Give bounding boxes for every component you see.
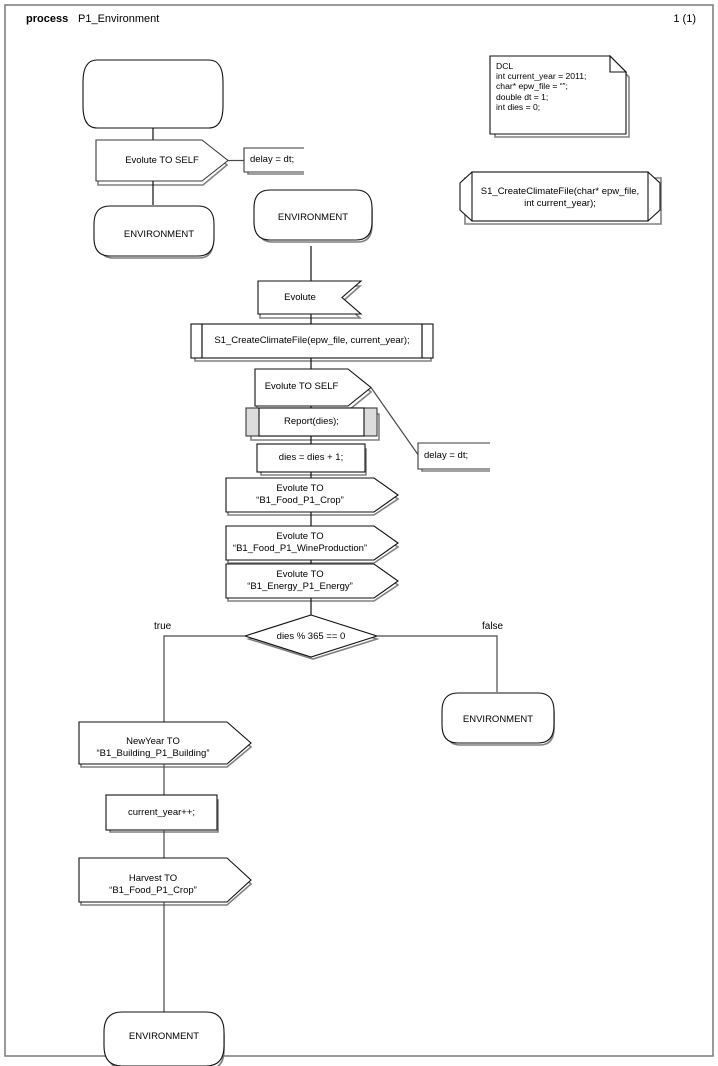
connector-true-branch [163,635,245,722]
connector-false-branch [377,635,498,692]
task-symbol-increment-year [105,794,218,831]
output-symbol-evolute-crop [225,477,399,513]
procedure-call-inner-report [258,407,365,437]
decision-branch-label-true: true [154,621,172,632]
output-symbol-evolute-to-self-b [254,368,372,407]
connector-output-to-comment-b [370,387,420,457]
decision-symbol-dies-mod-365 [243,614,379,658]
output-symbol-harvest-crop [78,857,252,903]
procedure-call-symbol-create-climate [190,323,434,359]
procedure-declaration-inner [471,171,649,222]
declaration-note-text: DCL int current_year = 2011; char* epw_f… [496,61,587,112]
input-symbol-evolute [257,280,363,315]
state-symbol-environment-false [441,692,555,744]
state-symbol-environment-top-b [253,189,373,241]
comment-symbol-delay-b [417,442,490,470]
task-symbol-increment-dies [256,443,366,473]
comment-symbol-delay-a [243,147,304,173]
diagram-keyword: process [26,13,69,25]
output-symbol-evolute-to-self-a [95,139,229,182]
output-symbol-evolute-energy [225,563,399,599]
page-indicator: 1 (1) [673,13,696,25]
diagram-title: P1_Environment [78,13,160,25]
start-state-symbol [82,59,224,129]
decision-branch-label-false: false [482,621,504,632]
page-frame [4,4,714,1057]
output-symbol-newyear-building [78,721,252,765]
output-symbol-evolute-wine [225,525,399,561]
declaration-note-fold [609,54,628,73]
state-symbol-environment-a [93,205,215,257]
state-symbol-environment-end [103,1011,225,1066]
declaration-note-symbol [489,55,627,135]
